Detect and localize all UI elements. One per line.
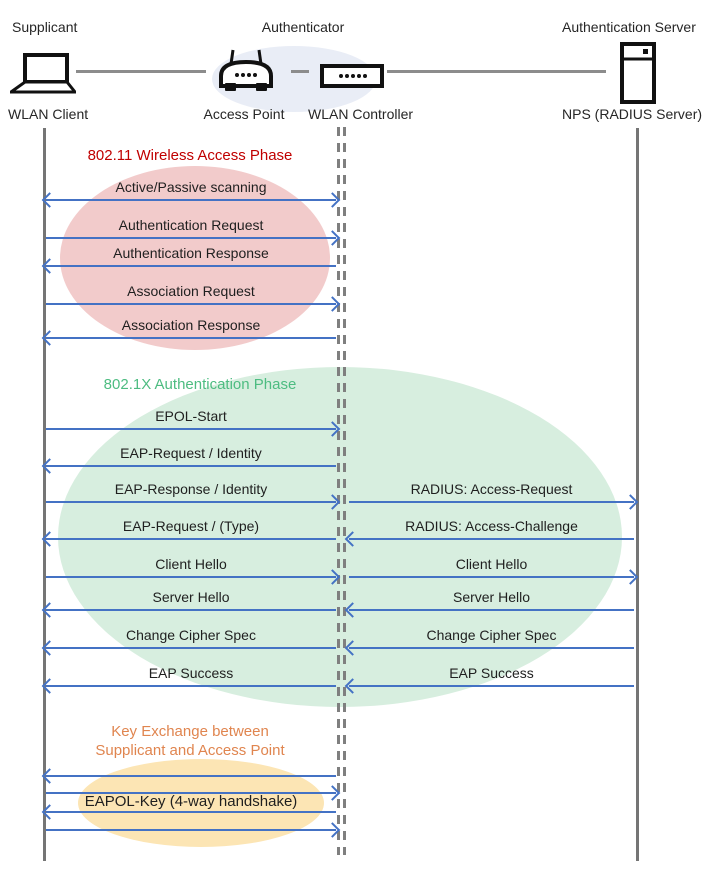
- message-arrow: [344, 678, 634, 694]
- message-label: RADIUS: Access-Challenge: [405, 518, 578, 534]
- message-arrow: [41, 192, 341, 208]
- message-arrow: [41, 531, 336, 547]
- lifeline-authenticator-dash-right: [343, 127, 346, 855]
- message-label: EPOL-Start: [155, 408, 227, 424]
- message-label: Association Response: [121, 317, 261, 333]
- lifeline-authenticator-dash-left: [337, 127, 340, 855]
- wireless-access-phase-ellipse: [60, 166, 330, 350]
- key-exchange-title-line2: Supplicant and Access Point: [95, 742, 285, 759]
- access-point-icon: [216, 48, 276, 101]
- message-label: Change Cipher Spec: [426, 627, 557, 643]
- message-label: EAPOL-Key (4-way handshake): [84, 793, 298, 810]
- message-arrow: [46, 421, 341, 437]
- dot1x-authentication-phase-title: 802.1X Authentication Phase: [103, 376, 297, 393]
- device-nps-label: NPS (RADIUS Server): [562, 106, 703, 122]
- message-arrow: [41, 804, 336, 820]
- message-arrow: [41, 640, 336, 656]
- message-label: Change Cipher Spec: [126, 627, 256, 643]
- key-exchange-ellipse: [78, 759, 324, 847]
- message-arrow: [349, 494, 639, 510]
- message-label: Authentication Response: [113, 245, 269, 261]
- connector-client-ap: [76, 70, 206, 73]
- message-arrow: [41, 330, 336, 346]
- message-arrow: [41, 768, 336, 784]
- message-label: EAP Success: [449, 665, 534, 681]
- message-arrow: [46, 296, 341, 312]
- connector-ap-controller: [291, 70, 309, 73]
- message-arrow: [46, 822, 341, 838]
- connector-controller-server: [387, 70, 606, 73]
- message-label: Client Hello: [455, 556, 528, 572]
- message-label: Active/Passive scanning: [115, 179, 267, 195]
- message-arrow: [41, 458, 336, 474]
- message-arrow: [41, 258, 336, 274]
- message-label: EAP-Response / Identity: [114, 481, 268, 497]
- message-label: RADIUS: Access-Request: [410, 481, 573, 497]
- message-arrow: [46, 785, 341, 801]
- message-arrow: [46, 569, 341, 585]
- lifeline-radius-server: [636, 128, 639, 861]
- message-label: Authentication Request: [118, 217, 264, 233]
- message-label: Server Hello: [452, 589, 531, 605]
- message-label: EAP-Request / (Type): [122, 518, 260, 534]
- message-arrow: [41, 602, 336, 618]
- message-arrow: [344, 531, 634, 547]
- laptop-icon: [6, 52, 79, 101]
- message-arrow: [349, 569, 639, 585]
- message-arrow: [344, 640, 634, 656]
- message-arrow: [41, 678, 336, 694]
- message-arrow: [46, 494, 341, 510]
- wireless-access-phase-title: 802.11 Wireless Access Phase: [87, 147, 293, 164]
- key-exchange-title-line1: Key Exchange between: [111, 723, 269, 740]
- message-label: Client Hello: [155, 556, 227, 572]
- message-label: EAP Success: [148, 665, 234, 681]
- message-label: Server Hello: [152, 589, 230, 605]
- dot1x-authentication-phase-ellipse: [58, 367, 622, 707]
- device-wlan-client-label: WLAN Client: [8, 106, 89, 122]
- lifeline-wlan-client: [43, 128, 46, 861]
- message-arrow: [344, 602, 634, 618]
- role-authenticator-label: Authenticator: [261, 19, 345, 35]
- controller-icon: [320, 64, 384, 93]
- message-label: Association Request: [127, 283, 255, 299]
- device-wlan-controller-label: WLAN Controller: [308, 106, 414, 122]
- message-arrow: [46, 230, 341, 246]
- device-access-point-label: Access Point: [203, 106, 285, 122]
- server-icon: [619, 42, 657, 109]
- message-label: EAP-Request / Identity: [120, 445, 262, 461]
- role-supplicant-label: Supplicant: [12, 19, 78, 35]
- role-authentication-server-label: Authentication Server: [562, 19, 696, 35]
